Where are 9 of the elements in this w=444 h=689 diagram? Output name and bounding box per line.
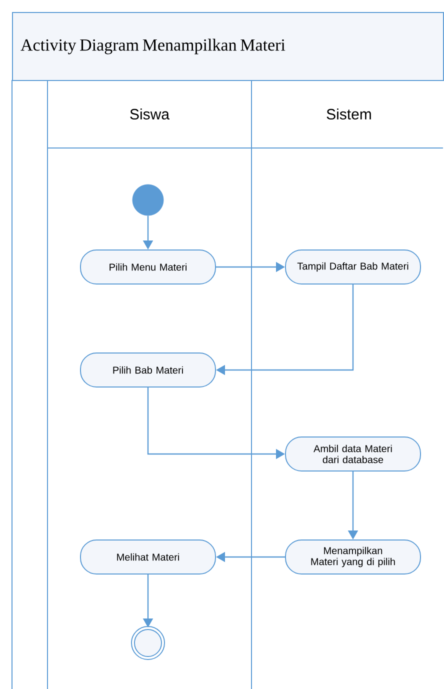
activity-box: Pilih Menu Materi xyxy=(80,250,216,284)
activity-box: Pilih Bab Materi xyxy=(80,352,216,388)
title-band: Activity Diagram Menampilkan Materi xyxy=(12,12,444,81)
activity-box: Ambil data Materi dari database xyxy=(285,436,421,472)
end-node xyxy=(131,626,165,660)
start-node xyxy=(132,184,164,216)
activity-box: Melihat Materi xyxy=(80,540,216,574)
activity-box: Tampil Daftar Bab Materi xyxy=(285,250,421,284)
activity-box: Menampilkan Materi yang di pilih xyxy=(285,540,421,574)
